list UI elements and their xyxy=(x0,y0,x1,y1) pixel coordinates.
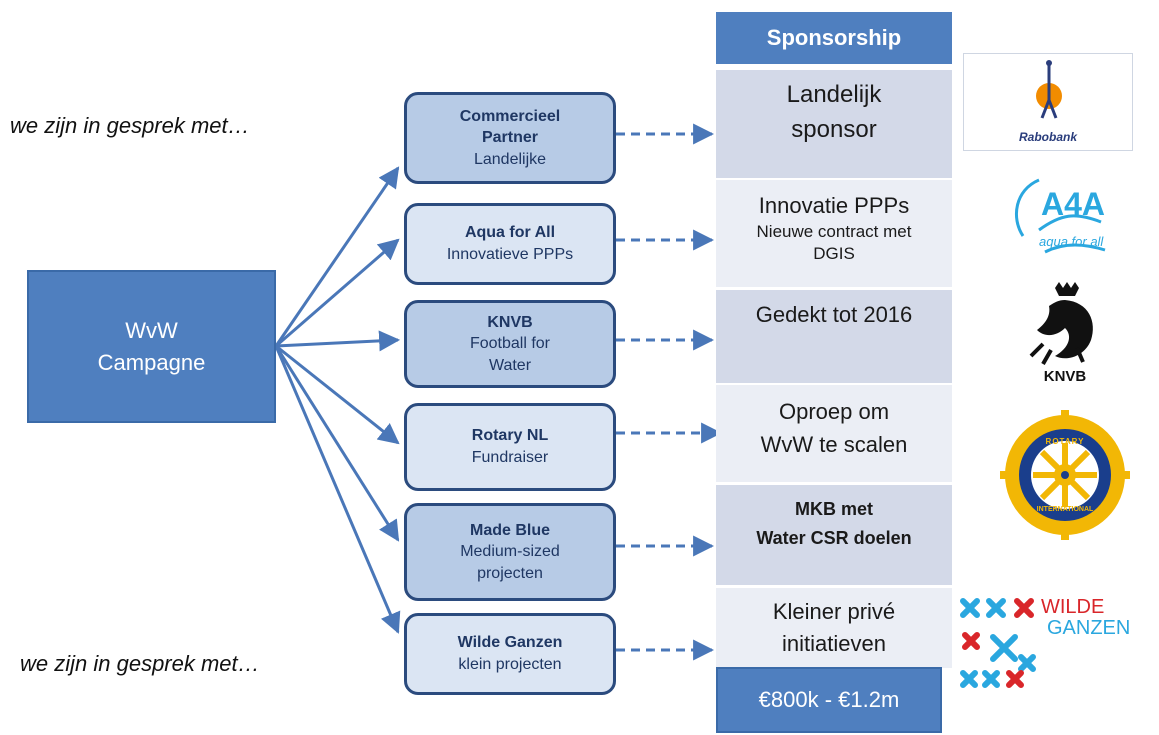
partner-name: Aqua for All xyxy=(464,224,556,242)
partner-desc: Landelijke xyxy=(473,150,547,168)
partner-name: Rotary NL xyxy=(471,427,549,445)
cell-line: Gedekt tot 2016 xyxy=(755,302,913,327)
rotary-text-top: ROTARY xyxy=(1045,437,1085,446)
cell-line: sponsor xyxy=(791,115,877,143)
campaign-line-2: Campagne xyxy=(97,349,206,375)
cell-line: MKB met xyxy=(794,499,873,519)
arrow-to-aqua xyxy=(275,238,400,348)
sponsorship-cell-5: MKB met Water CSR doelen xyxy=(716,485,952,585)
partner-box-commercieel: Commercieel Partner Landelijke xyxy=(404,92,616,184)
arrow-to-knvb xyxy=(275,330,401,352)
partner-box-aqua: Aqua for All Innovatieve PPPs xyxy=(404,203,616,285)
aqua-mark-text: A4A xyxy=(1041,186,1106,222)
rotary-text-bottom: INTERNATIONAL xyxy=(1036,506,1094,513)
arrow-to-wildeganzen xyxy=(274,345,401,634)
partner-desc: Football for xyxy=(469,335,551,353)
sponsorship-cell-6: Kleiner privé initiatieven xyxy=(716,588,952,668)
cell-title: Innovatie PPPs xyxy=(758,193,910,218)
cell-line: Oproep om xyxy=(778,399,890,424)
dashed-arrows xyxy=(616,123,723,661)
aqua-wordmark: aqua for all xyxy=(1039,234,1104,249)
partner-name: Partner xyxy=(481,129,539,147)
partner-name: Made Blue xyxy=(469,521,550,539)
knvb-wordmark: KNVB xyxy=(1043,368,1087,385)
arrow-to-madeblue xyxy=(274,345,400,542)
rabobank-wordmark: Rabobank xyxy=(1018,130,1077,144)
sponsorship-cell-2: Innovatie PPPs Nieuwe contract met DGIS xyxy=(716,180,952,287)
campaign-line-1: WvW xyxy=(125,317,178,343)
wilde-text: WILDE xyxy=(1041,596,1105,618)
fan-arrows xyxy=(274,166,401,634)
geese-icon xyxy=(960,598,1036,688)
arrow-to-commercieel xyxy=(274,166,400,347)
campaign-box: WvW Campagne xyxy=(27,270,276,423)
partner-desc: Medium-sized xyxy=(460,543,560,561)
lion-icon xyxy=(1029,282,1093,365)
cell-line: Landelijk xyxy=(786,81,882,108)
partner-desc: Fundraiser xyxy=(471,449,549,466)
rotary-wheel-icon xyxy=(1000,410,1130,540)
partner-box-knvb: KNVB Football for Water xyxy=(404,300,616,388)
aqua-for-all-logo: A4A aqua for all xyxy=(1005,166,1115,266)
total-budget: €800k - €1.2m xyxy=(716,667,942,733)
sponsorship-cell-1: Landelijk sponsor xyxy=(716,70,952,178)
wilde-ganzen-logo: WILDE GANZEN xyxy=(955,595,1140,693)
cell-line: Nieuwe contract met xyxy=(756,221,912,241)
knvb-logo: KNVB xyxy=(1015,278,1115,388)
partner-box-rotary: Rotary NL Fundraiser xyxy=(404,403,616,491)
aqua-wave-icon xyxy=(1014,178,1106,254)
partner-desc: Water xyxy=(488,356,532,374)
partner-desc: Innovatieve PPPs xyxy=(446,246,574,263)
partner-desc: klein projecten xyxy=(458,656,562,673)
cell-line: Water CSR doelen xyxy=(756,527,912,548)
arrow-to-rotary xyxy=(275,344,400,445)
partner-box-wildeganzen: Wilde Ganzen klein projecten xyxy=(404,613,616,695)
cell-line: WvW te scalen xyxy=(760,432,908,457)
cell-line: DGIS xyxy=(813,243,855,263)
rabobank-mark-icon xyxy=(1036,60,1062,119)
note-top: we zijn in gesprek met… xyxy=(10,113,250,138)
partner-desc: projecten xyxy=(477,564,543,582)
sponsorship-header: Sponsorship xyxy=(716,12,952,64)
ganzen-text: GANZEN xyxy=(1047,617,1131,639)
partner-name: KNVB xyxy=(487,313,533,331)
cell-line: initiatieven xyxy=(782,630,886,656)
rotary-logo: ROTARY INTERNATIONAL xyxy=(1000,410,1130,540)
cell-line: Kleiner privé xyxy=(772,599,896,624)
partner-name: Commercieel xyxy=(459,107,561,125)
sponsorship-cell-3: Gedekt tot 2016 xyxy=(716,290,952,383)
partner-name: Wilde Ganzen xyxy=(457,634,563,652)
partner-box-madeblue: Made Blue Medium-sized projecten xyxy=(404,503,616,601)
note-bottom: we zijn in gesprek met… xyxy=(20,651,260,676)
rabobank-logo: Rabobank xyxy=(963,53,1133,151)
sponsorship-cell-4: Oproep om WvW te scalen xyxy=(716,385,952,482)
